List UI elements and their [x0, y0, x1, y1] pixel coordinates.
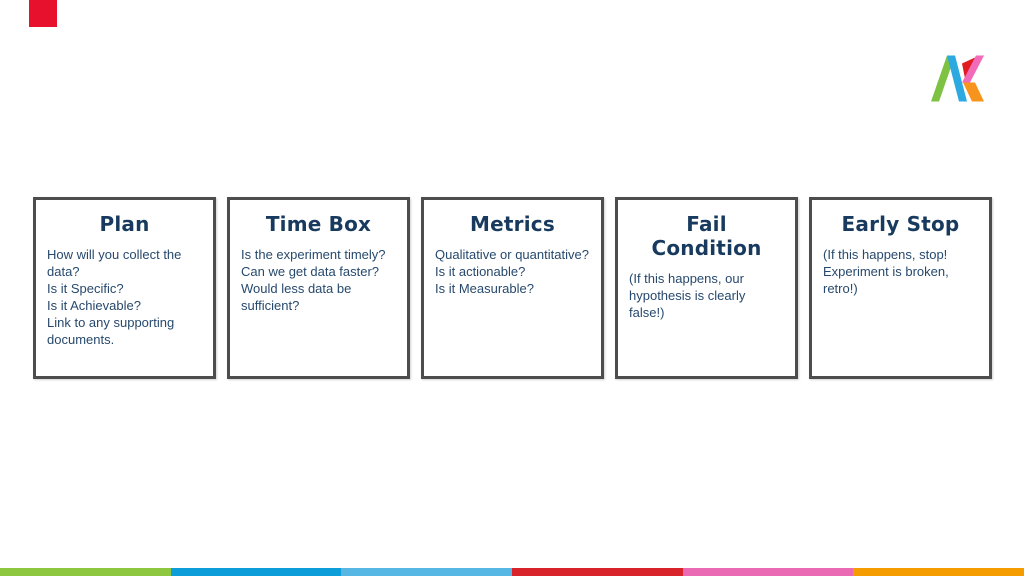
card-body-early-stop: (If this happens, stop! Experiment is br…	[823, 247, 949, 296]
card-title-metrics: Metrics	[470, 212, 555, 236]
stripe-segment-pink	[682, 568, 854, 576]
card-early-stop: Early Stop (If this happens, stop! Exper…	[809, 197, 992, 379]
logo-blue-stroke	[947, 55, 967, 102]
card-title-plan: Plan	[99, 212, 150, 236]
cards-row: Plan How will you collect the data? Is i…	[33, 197, 992, 379]
stripe-segment-orange	[853, 568, 1024, 576]
card-title-early-stop: Early Stop	[841, 212, 960, 236]
card-body-time-box: Is the experiment timely? Can we get dat…	[241, 247, 386, 313]
stripe-segment-red	[512, 568, 683, 576]
card-body-fail-condition: (If this happens, our hypothesis is clea…	[629, 271, 746, 320]
card-title-time-box: Time Box	[265, 212, 372, 236]
logo-green-stroke	[931, 55, 955, 102]
red-accent-square	[29, 0, 57, 27]
card-title-fail-condition: Fail Condition	[651, 212, 762, 260]
stripe-segment-blue	[170, 568, 342, 576]
logo-pink-stroke	[962, 55, 984, 83]
card-body-metrics: Qualitative or quantitative? Is it actio…	[435, 247, 589, 296]
card-plan: Plan How will you collect the data? Is i…	[33, 197, 216, 379]
logo-orange-stroke	[963, 82, 984, 102]
card-fail-condition: Fail Condition (If this happens, our hyp…	[615, 197, 798, 379]
footer-color-stripe	[0, 568, 1024, 576]
card-metrics: Metrics Qualitative or quantitative? Is …	[421, 197, 604, 379]
card-time-box: Time Box Is the experiment timely? Can w…	[227, 197, 410, 379]
brand-logo	[931, 55, 984, 102]
card-body-plan: How will you collect the data? Is it Spe…	[47, 247, 182, 347]
stripe-segment-green	[0, 568, 171, 576]
stripe-segment-lightblue	[341, 568, 513, 576]
